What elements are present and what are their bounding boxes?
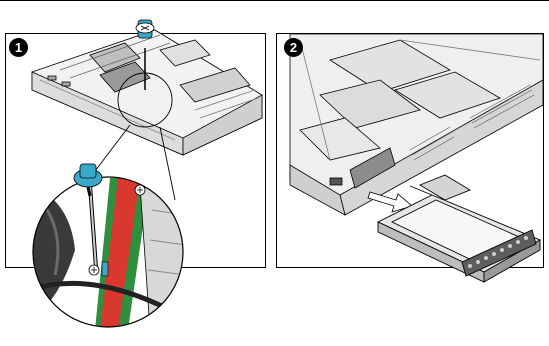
- zoom-callout: [91, 72, 176, 201]
- drive-filler-tray: [376, 174, 542, 283]
- step-1-badge: 1: [9, 38, 28, 57]
- step-2-badge: 2: [284, 38, 303, 57]
- server-chassis: [31, 29, 263, 156]
- screw-icon: [88, 184, 146, 276]
- arrow-icon: [367, 191, 413, 213]
- detail-magnifier: [32, 163, 184, 328]
- server-chassis-front: [289, 34, 543, 216]
- screwdriver-icon: [135, 19, 155, 90]
- screwdriver-handle-detail: [73, 163, 103, 197]
- top-rule: [0, 0, 549, 1]
